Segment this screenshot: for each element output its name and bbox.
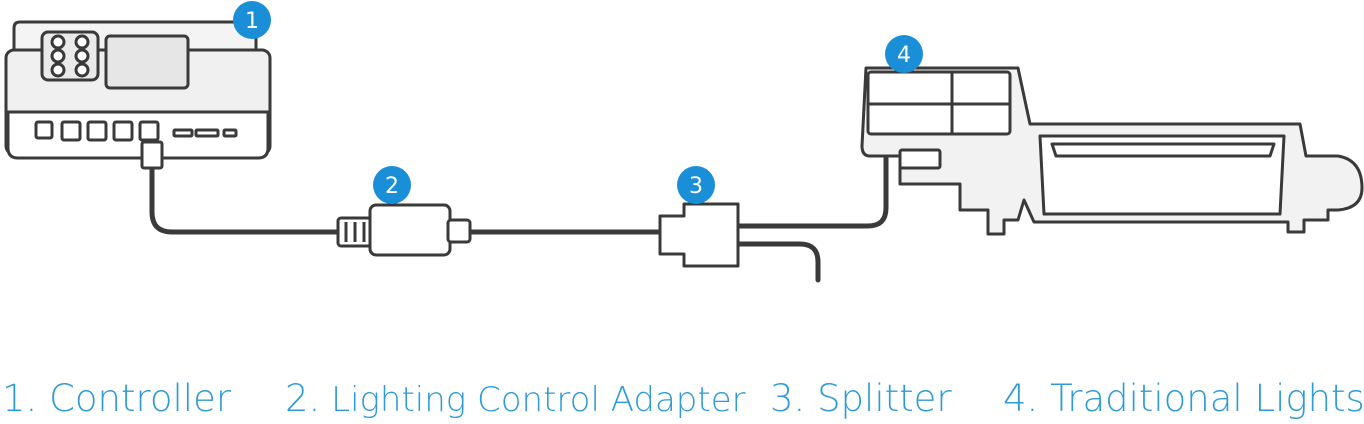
legend-splitter: 3. Splitter — [770, 377, 952, 420]
cables — [149, 155, 889, 283]
legend-item2-number: 2. — [285, 377, 321, 420]
cable-controller-to-adapter — [149, 165, 343, 235]
cable-splitter-to-light — [735, 155, 889, 229]
badge-3: 3 — [677, 166, 715, 204]
legend-lighting-control-adapter: 2. Lighting Control Adapter — [285, 375, 746, 423]
lighting-adapter — [336, 203, 472, 257]
badge-2: 2 — [373, 166, 411, 204]
svg-text:2: 2 — [385, 174, 399, 199]
badge-4: 4 — [885, 35, 923, 73]
badge-1: 1 — [233, 1, 271, 39]
legend-controller: 1. Controller — [2, 377, 232, 420]
legend-traditional-lights: 4. Traditional Lights — [1003, 377, 1364, 420]
cable-splitter-branch — [735, 241, 821, 283]
svg-text:1: 1 — [245, 9, 259, 34]
controller-device — [4, 20, 272, 170]
connection-diagram: 1 2 3 4 — [4, 1, 1364, 283]
aquarium-light-fixture — [860, 66, 1364, 236]
svg-text:4: 4 — [897, 43, 911, 68]
svg-text:3: 3 — [689, 174, 703, 199]
splitter-connector — [658, 202, 740, 268]
legend-item2-label: Lighting Control Adapter — [331, 380, 746, 420]
